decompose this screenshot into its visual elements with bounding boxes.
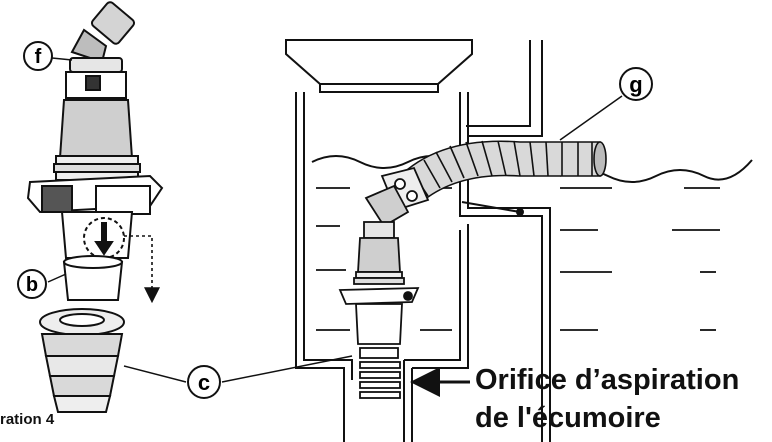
installed-filter [338,166,430,399]
connector-badge [85,75,101,91]
angled-nozzle [69,1,136,73]
lower-body [60,211,134,259]
label-g-text: g [629,72,642,97]
label-b-text: b [26,274,38,296]
skimmer-base [39,308,125,413]
label-c: c [187,365,221,399]
base-ribs [359,361,401,399]
figure-caption: ration 4 [0,411,55,428]
label-c-text: c [198,370,210,395]
corrugated-hose [396,140,607,202]
label-f: f [23,41,53,71]
housing-wall-left [303,92,353,380]
side-clip [95,185,151,215]
exploded-filter-assembly [26,1,164,413]
orifice-label-line1: Orifice d’aspiration [475,364,740,396]
skimmer-lid [285,39,473,85]
label-b: b [17,269,47,299]
water-lines [316,187,720,331]
handle-block [41,185,73,213]
label-g: g [619,67,653,101]
orifice-label-line2: de l'écumoire [475,402,661,434]
label-f-text: f [35,46,42,68]
upper-cylinder [58,99,134,159]
down-arrow-head [94,241,114,256]
